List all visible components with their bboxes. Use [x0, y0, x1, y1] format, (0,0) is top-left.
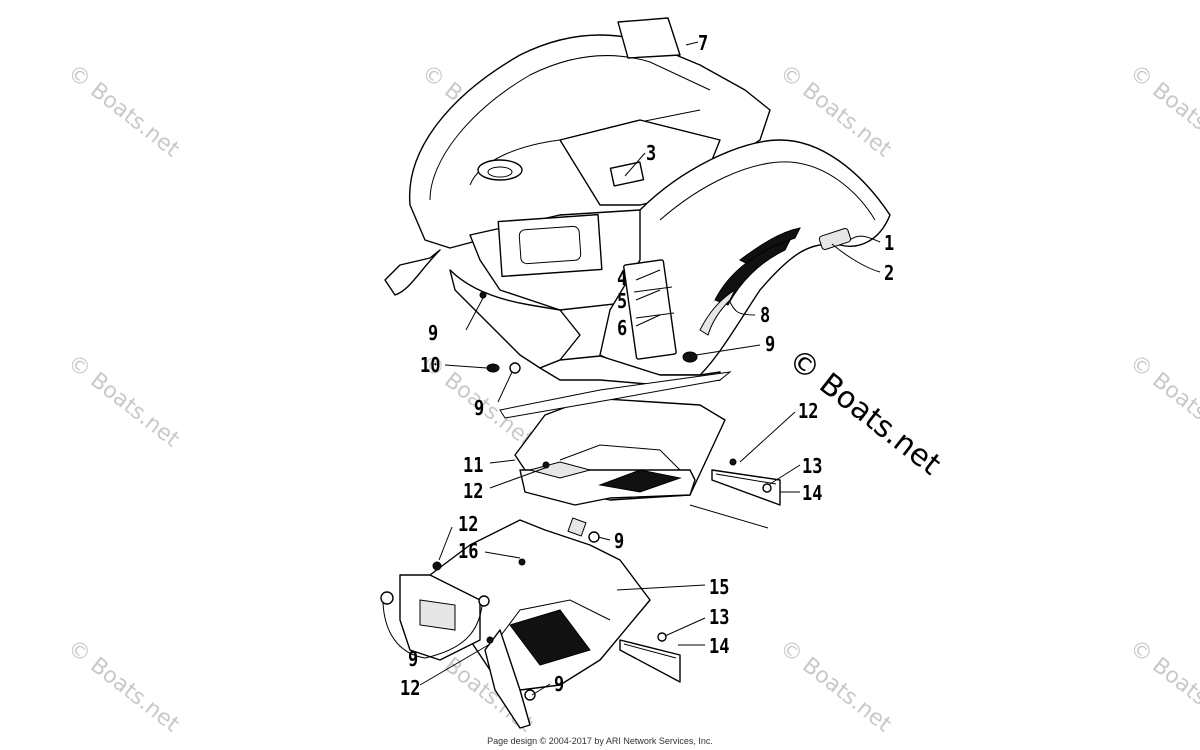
fasteners — [380, 291, 772, 701]
callout-6: 6 — [617, 316, 628, 340]
callout-15: 15 — [709, 575, 730, 599]
callout-13: 13 — [709, 605, 730, 629]
callout-7: 7 — [698, 31, 709, 55]
right-footwell — [514, 397, 781, 506]
callout-8: 8 — [760, 303, 771, 327]
callout-leaders — [382, 41, 881, 696]
callout-12: 12 — [463, 479, 484, 503]
callout-2: 2 — [884, 261, 895, 285]
rear-fender-body — [384, 17, 891, 386]
callout-9: 9 — [408, 647, 419, 671]
callout-10: 10 — [420, 353, 441, 377]
callout-4: 4 — [617, 266, 628, 290]
callout-5: 5 — [617, 289, 628, 313]
callout-14: 14 — [802, 481, 823, 505]
callout-9: 9 — [614, 529, 625, 553]
callout-9: 9 — [765, 332, 776, 356]
callout-9: 9 — [474, 396, 485, 420]
callout-14: 14 — [709, 634, 730, 658]
copyright-footer: Page design © 2004-2017 by ARI Network S… — [487, 736, 713, 746]
callout-12: 12 — [400, 676, 421, 700]
callout-9: 9 — [554, 672, 565, 696]
callout-12: 12 — [798, 399, 819, 423]
left-footwell — [399, 517, 681, 729]
callout-13: 13 — [802, 454, 823, 478]
callout-1: 1 — [884, 231, 895, 255]
callout-9: 9 — [428, 321, 439, 345]
callout-11: 11 — [463, 453, 484, 477]
callout-3: 3 — [646, 141, 657, 165]
callout-12: 12 — [458, 512, 479, 536]
callout-16: 16 — [458, 539, 479, 563]
